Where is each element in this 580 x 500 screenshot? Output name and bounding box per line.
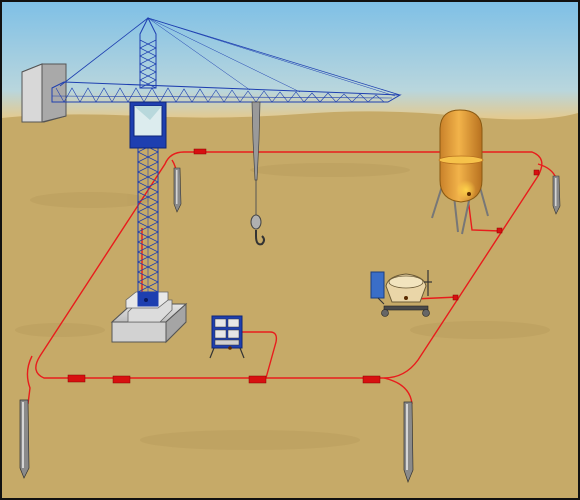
- cable-joint: [112, 375, 131, 384]
- crane-jib: [51, 17, 402, 103]
- distribution-box: [209, 315, 245, 359]
- tower-crane: [51, 16, 402, 307]
- grounding-cable-loop: [26, 151, 557, 405]
- cable-joints: [67, 148, 540, 384]
- crane-hook: [250, 101, 265, 246]
- mast-foot: [137, 291, 159, 307]
- grounding-rods: [19, 167, 561, 483]
- crane-cab: [129, 101, 167, 149]
- cable-joint: [193, 148, 207, 155]
- cable-joint: [533, 169, 540, 176]
- grounding-rod: [173, 167, 182, 213]
- grounding-rod: [403, 401, 414, 483]
- cable-joint: [248, 375, 267, 384]
- silo-tank: [431, 109, 489, 235]
- grounding-rod: [552, 175, 561, 215]
- grounding-rod: [19, 399, 30, 479]
- cable-joint: [362, 375, 381, 384]
- ground-texture: [15, 163, 550, 450]
- crane-top-tower: [139, 16, 157, 89]
- cable-joint: [67, 374, 86, 383]
- concrete-mixer: [370, 270, 432, 317]
- building: [21, 63, 67, 123]
- crane-mast: [137, 141, 159, 303]
- cable-joint: [496, 227, 503, 234]
- cable-joint: [452, 294, 459, 301]
